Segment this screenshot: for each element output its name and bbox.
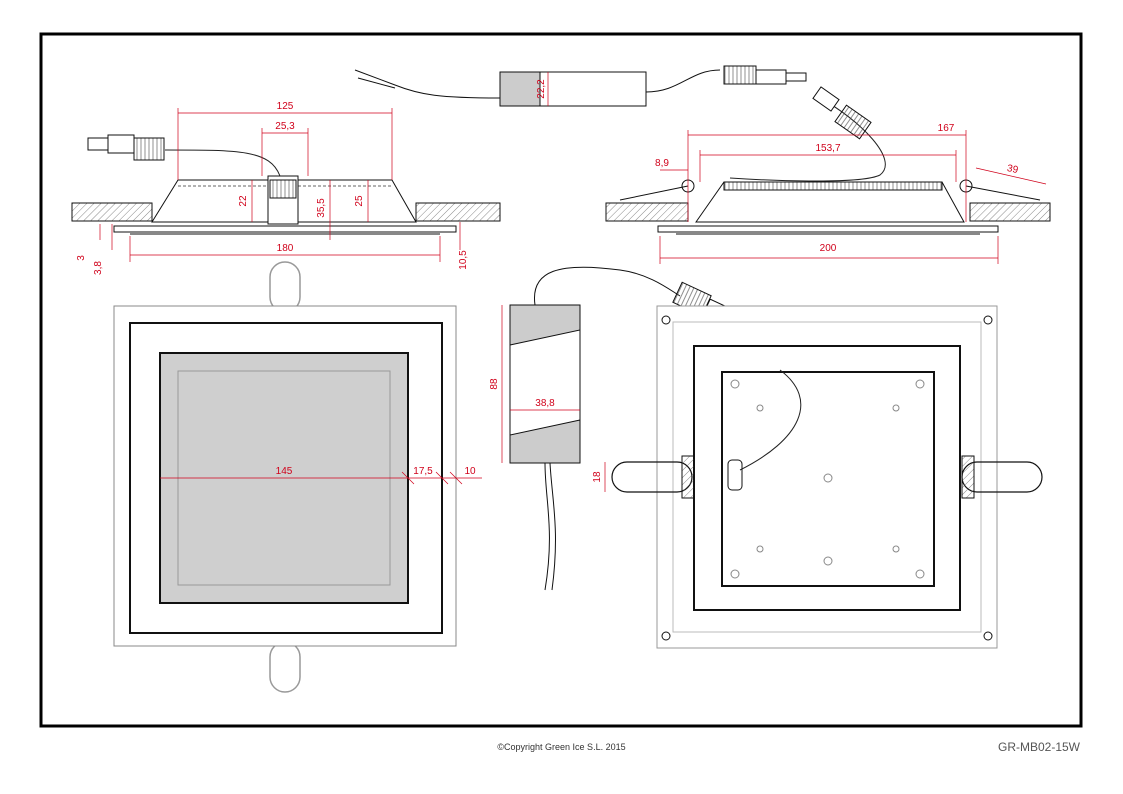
dim-125: 125 — [277, 101, 294, 112]
driver-side-view — [354, 65, 807, 107]
dim-38-8: 38,8 — [535, 398, 555, 409]
dim-18: 18 — [592, 471, 603, 483]
ceiling-slab-right-left — [605, 202, 689, 222]
plug-right — [812, 86, 872, 140]
model-code: GR-MB02-15W — [997, 740, 1080, 754]
dim-3: 3 — [76, 255, 87, 261]
dim-200: 200 — [820, 243, 837, 254]
dim-25-3: 25,3 — [275, 121, 295, 132]
rear-plate — [721, 371, 935, 587]
dim-167: 167 — [938, 123, 955, 134]
spring-clip-top — [269, 261, 301, 313]
dim-39: 39 — [1006, 163, 1020, 176]
glass-plate-side — [113, 225, 457, 233]
dim-180: 180 — [277, 243, 294, 254]
ceiling-slab-right-right — [969, 202, 1051, 222]
front-view — [113, 261, 457, 693]
copyright-text: ©Copyright Green Ice S.L. 2015 — [497, 742, 626, 752]
dim-10-5: 10,5 — [458, 250, 469, 270]
dim-22-2: 22,2 — [536, 79, 547, 99]
spring-clip-bottom — [269, 641, 301, 693]
ceiling-slab-left — [71, 202, 153, 222]
dim-88: 88 — [489, 378, 500, 390]
ceiling-slab-right — [415, 202, 501, 222]
side-view-left — [71, 134, 501, 235]
dim-35-5: 35,5 — [316, 198, 327, 218]
dim-8-9: 8,9 — [655, 158, 669, 169]
dim-10: 10 — [464, 466, 476, 477]
dim-153-7: 153,7 — [815, 143, 840, 154]
dim-145: 145 — [276, 466, 293, 477]
dim-22: 22 — [238, 195, 249, 207]
dim-3-8: 3,8 — [93, 261, 104, 275]
glass-plate-side-right — [657, 225, 999, 233]
rear-view — [611, 305, 1043, 649]
drawing-frame — [39, 32, 1083, 728]
side-view-right — [605, 86, 1051, 235]
dim-25: 25 — [354, 195, 365, 207]
driver-input-wires — [354, 69, 501, 99]
dimensions-side-left — [99, 108, 461, 262]
driver-top-view — [509, 266, 735, 591]
cable-left — [164, 149, 281, 177]
plug-left — [87, 134, 165, 161]
dim-17-5: 17,5 — [413, 466, 433, 477]
